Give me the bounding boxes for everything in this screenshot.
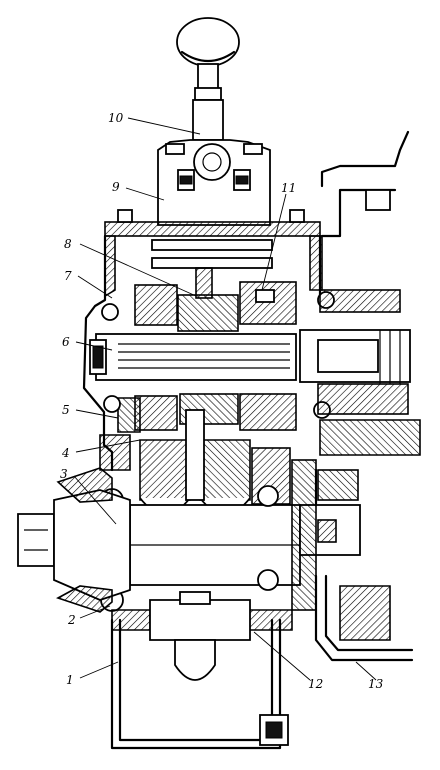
- callout-9: 9: [112, 180, 120, 194]
- callout-3: 3: [60, 467, 68, 481]
- upper-gears: [134, 281, 297, 431]
- top-cover: [104, 209, 321, 299]
- callout-11: 11: [281, 181, 296, 195]
- callout-7: 7: [64, 269, 72, 283]
- callout-8: 8: [64, 237, 72, 251]
- leader-lines: [73, 117, 377, 681]
- callout-labels: 1 2 3 4 5 6 7 8 9 10 11 12 13: [60, 111, 384, 691]
- input-flange: [17, 467, 131, 613]
- transfer-case: [314, 468, 414, 662]
- callout-6: 6: [62, 335, 70, 349]
- callout-4: 4: [61, 446, 70, 460]
- callout-5: 5: [62, 403, 70, 417]
- callout-1: 1: [66, 673, 74, 687]
- callout-12: 12: [308, 677, 323, 691]
- shift-lever: [176, 17, 240, 141]
- rear-coupling: [299, 130, 421, 456]
- callout-13: 13: [368, 677, 384, 691]
- lever-housing: [157, 139, 271, 226]
- callout-10: 10: [108, 111, 124, 125]
- lower-case: [110, 591, 293, 750]
- callout-2: 2: [67, 613, 76, 627]
